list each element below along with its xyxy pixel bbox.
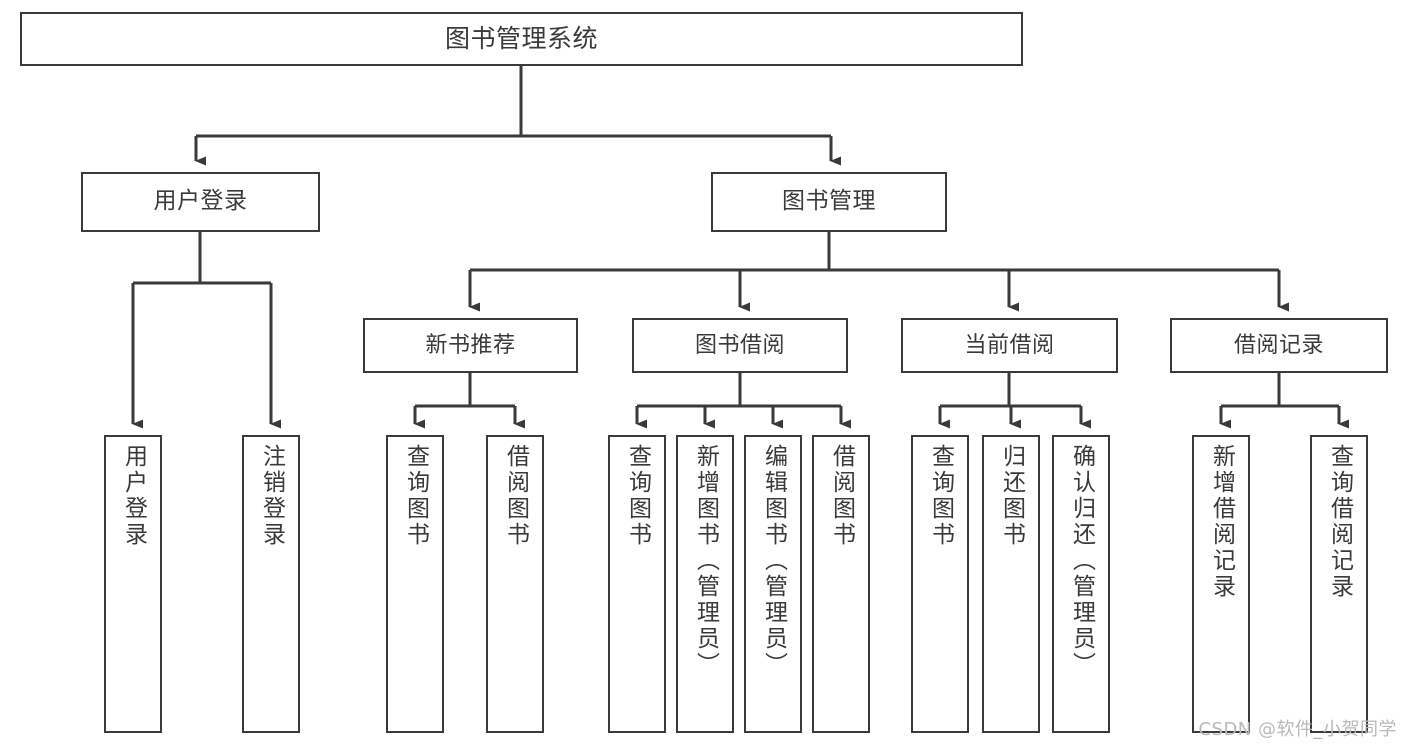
node-leaf-user-login[interactable]: 用户登录: [104, 435, 162, 733]
node-label: 图书管理: [782, 188, 876, 215]
node-label: 当前借阅: [964, 332, 1055, 358]
node-leaf-query-book-2[interactable]: 查询图书: [608, 435, 666, 733]
node-label: 查询借阅记录: [1326, 444, 1353, 600]
node-leaf-borrow-book-2[interactable]: 借阅图书: [812, 435, 870, 733]
node-leaf-return-book[interactable]: 归还图书: [982, 435, 1040, 733]
node-leaf-query-book-3[interactable]: 查询图书: [911, 435, 969, 733]
node-label: 新书推荐: [425, 332, 516, 358]
node-book-management[interactable]: 图书管理: [711, 172, 947, 232]
node-label: 新增图书（管理员）: [692, 444, 719, 678]
node-label: 注销登录: [258, 444, 285, 548]
node-label: 新增借阅记录: [1208, 444, 1235, 600]
node-label: 借阅图书: [502, 444, 529, 548]
node-new-book-recommend[interactable]: 新书推荐: [363, 318, 578, 373]
node-label: 借阅记录: [1233, 332, 1324, 358]
node-label: 编辑图书（管理员）: [760, 444, 787, 678]
node-root-system[interactable]: 图书管理系统: [20, 12, 1023, 66]
node-leaf-add-book[interactable]: 新增图书（管理员）: [676, 435, 734, 733]
node-leaf-borrow-book-1[interactable]: 借阅图书: [486, 435, 544, 733]
node-leaf-add-record[interactable]: 新增借阅记录: [1192, 435, 1250, 733]
node-label: 借阅图书: [828, 444, 855, 548]
node-current-borrow[interactable]: 当前借阅: [901, 318, 1118, 373]
node-label: 用户登录: [153, 188, 248, 215]
node-label: 用户登录: [120, 444, 147, 548]
node-user-login[interactable]: 用户登录: [81, 172, 320, 232]
node-label: 查询图书: [624, 444, 651, 548]
node-leaf-query-record[interactable]: 查询借阅记录: [1310, 435, 1368, 733]
node-label: 图书借阅: [694, 332, 785, 358]
watermark-text: CSDN @软件_小贺同学: [1198, 719, 1397, 740]
node-book-borrow[interactable]: 图书借阅: [632, 318, 848, 373]
node-borrow-record[interactable]: 借阅记录: [1170, 318, 1388, 373]
node-label: 图书管理系统: [444, 24, 598, 54]
node-leaf-confirm-return[interactable]: 确认归还（管理员）: [1052, 435, 1110, 733]
node-leaf-logout[interactable]: 注销登录: [242, 435, 300, 733]
node-label: 确认归还（管理员）: [1068, 444, 1095, 678]
node-label: 查询图书: [402, 444, 429, 548]
node-label: 归还图书: [998, 444, 1025, 548]
node-leaf-query-book-1[interactable]: 查询图书: [386, 435, 444, 733]
node-label: 查询图书: [927, 444, 954, 548]
node-leaf-edit-book[interactable]: 编辑图书（管理员）: [744, 435, 802, 733]
